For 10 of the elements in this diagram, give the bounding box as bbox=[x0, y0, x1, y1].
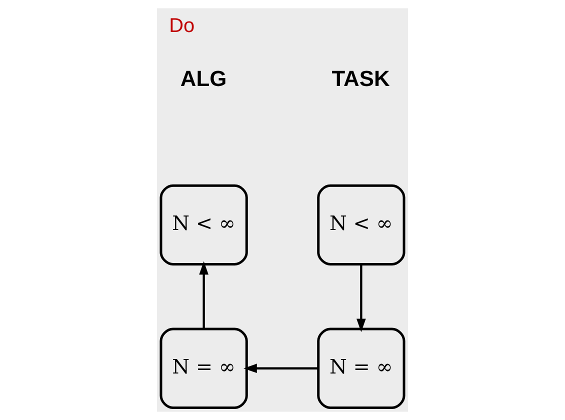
node-box: N = ∞ bbox=[317, 328, 406, 409]
label: ALG bbox=[180, 66, 227, 92]
arrow bbox=[199, 261, 208, 329]
label: TASK bbox=[332, 66, 390, 92]
arrow bbox=[244, 364, 318, 374]
node-box: N = ∞ bbox=[160, 328, 248, 409]
arrow bbox=[356, 264, 366, 332]
diagram-title: Do bbox=[169, 15, 195, 38]
node-box: N < ∞ bbox=[160, 184, 248, 266]
node-box: N < ∞ bbox=[317, 184, 406, 266]
